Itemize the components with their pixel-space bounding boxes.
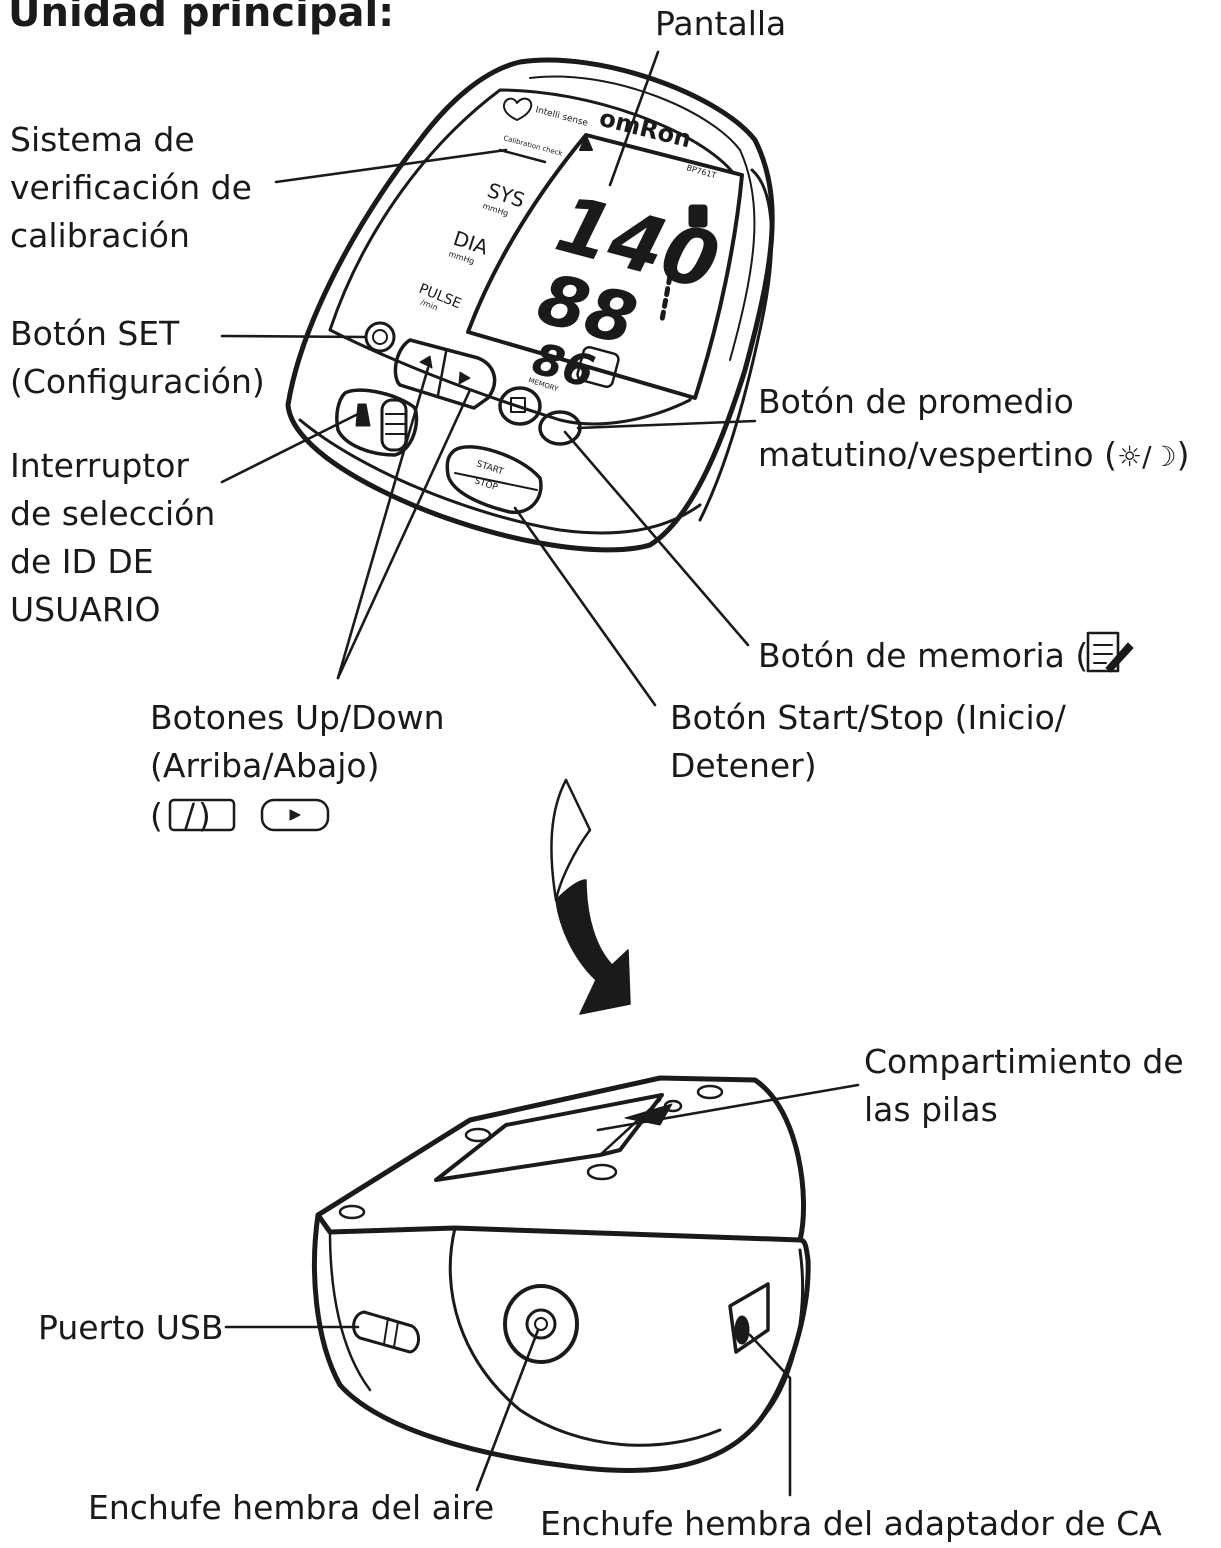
label-up-down-2: (Arriba/Abajo): [150, 746, 380, 785]
set-button-shape: [364, 321, 396, 353]
label-display: Pantalla: [655, 4, 787, 43]
label-user-id-2: de selección: [10, 494, 216, 533]
label-battery-1: Compartimiento de: [864, 1042, 1184, 1081]
air-jack-shape: [503, 1284, 579, 1364]
label-up-down-close: ): [198, 796, 211, 835]
label-user-id-4: USUARIO: [10, 590, 161, 629]
right-button-icon: [260, 798, 330, 832]
label-start-stop-1: Botón Start/Stop (Inicio/: [670, 698, 1066, 737]
label-air-jack: Enchufe hembra del aire: [88, 1488, 495, 1527]
label-average-1: Botón de promedio: [758, 382, 1074, 421]
svg-text:STOP: STOP: [473, 476, 499, 493]
lcd-screen: [466, 133, 744, 400]
section-title: Unidad principal:: [8, 0, 395, 36]
flip-arrow: [550, 778, 631, 1015]
leader-lines-bottom: [224, 1083, 860, 1497]
label-average-2: matutino/vespertino (☼/☽): [758, 435, 1190, 474]
user-id-switch-shape: [335, 388, 419, 457]
label-up-down-3: (: [150, 796, 163, 835]
up-down-button-shape: [393, 338, 497, 410]
memory-icon: [1086, 631, 1134, 673]
label-battery-2: las pilas: [864, 1090, 998, 1129]
ac-jack-shape: [728, 1282, 770, 1354]
label-set-button-2: (Configuración): [10, 362, 265, 401]
label-user-id-3: de ID DE: [10, 542, 154, 581]
battery-cover: [434, 1093, 664, 1182]
label-up-down-1: Botones Up/Down: [150, 698, 445, 737]
label-start-stop-2: Detener): [670, 746, 817, 785]
memory-button-shape: [498, 386, 542, 426]
label-memory-button: Botón de memoria (: [758, 636, 1089, 675]
usb-port-shape: [352, 1310, 420, 1354]
start-stop-button-shape: [445, 445, 543, 514]
label-up-down-slash: /: [184, 796, 196, 835]
label-usb-port: Puerto USB: [38, 1308, 224, 1347]
label-set-button-1: Botón SET: [10, 314, 180, 353]
svg-text:Intelli sense: Intelli sense: [534, 105, 589, 129]
left-button-icon: [168, 798, 236, 832]
monitor-rear-view: [311, 1075, 811, 1473]
sun-moon-icon: ☼/☽: [1116, 440, 1177, 473]
monitor-front-view: [285, 57, 775, 553]
label-ac-adapter-jack: Enchufe hembra del adaptador de CA: [540, 1504, 1162, 1543]
label-calibration-1: Sistema de: [10, 120, 195, 159]
label-user-id-1: Interruptor: [10, 446, 190, 485]
svg-text:START: START: [475, 459, 505, 477]
leader-lines-top: [220, 50, 757, 707]
average-button-shape: [538, 410, 582, 446]
label-calibration-2: verificación de: [10, 168, 252, 207]
label-calibration-3: calibración: [10, 216, 190, 255]
